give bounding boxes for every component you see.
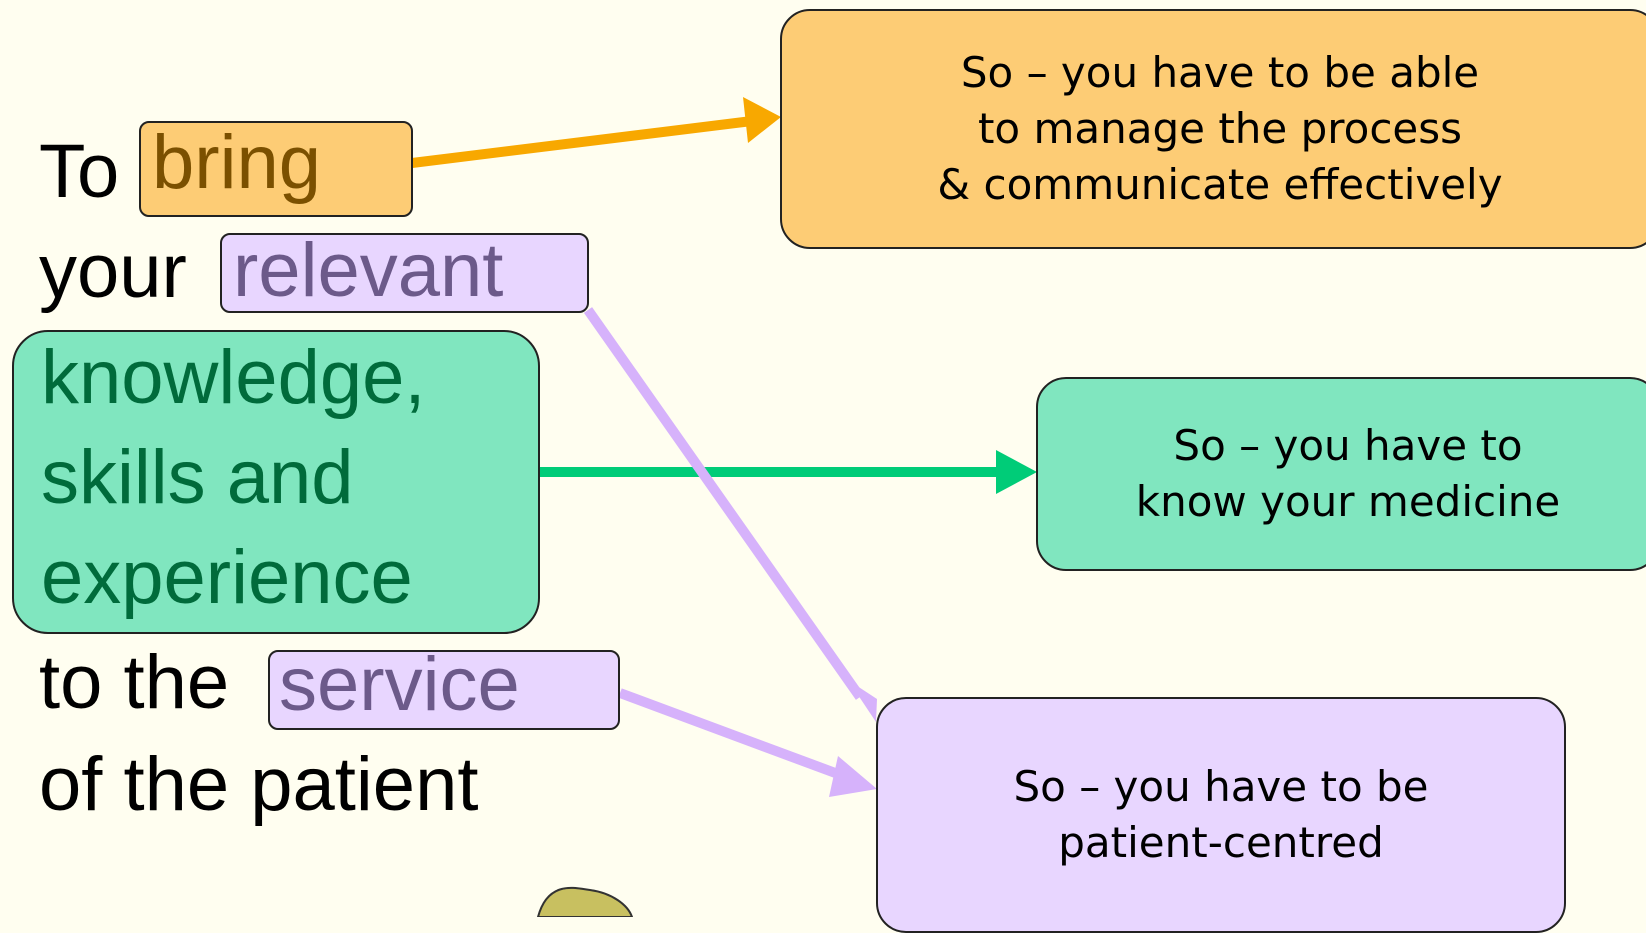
highlight-knowledge: knowledge, skills and experience <box>12 330 540 634</box>
arrow-relevant-to-patient <box>583 307 877 722</box>
arrow-bring-to-process <box>411 97 781 168</box>
word-your: your <box>39 229 187 314</box>
highlight-relevant: relevant <box>220 233 589 313</box>
arrow-knowledge-to-medicine <box>540 450 1037 494</box>
partial-figure-shape <box>536 886 634 917</box>
box-manage-process: So – you have to be able to manage the p… <box>780 9 1646 249</box>
word-to: To <box>39 129 120 214</box>
word-relevant: relevant <box>233 228 504 313</box>
word-of-the-patient: of the patient <box>39 742 479 827</box>
highlight-bring: bring <box>139 121 413 217</box>
box-patient-centred: So – you have to be patient-centred <box>876 697 1566 933</box>
word-to-the: to the <box>39 640 230 725</box>
word-knowledge: knowledge, <box>41 335 426 420</box>
arrow-service-to-patient <box>618 688 877 797</box>
word-bring: bring <box>152 120 321 205</box>
highlight-service: service <box>268 642 620 730</box>
box-know-medicine: So – you have to know your medicine <box>1036 377 1646 571</box>
word-skills-and: skills and <box>41 435 354 520</box>
word-experience: experience <box>41 535 413 620</box>
word-service: service <box>279 642 520 727</box>
